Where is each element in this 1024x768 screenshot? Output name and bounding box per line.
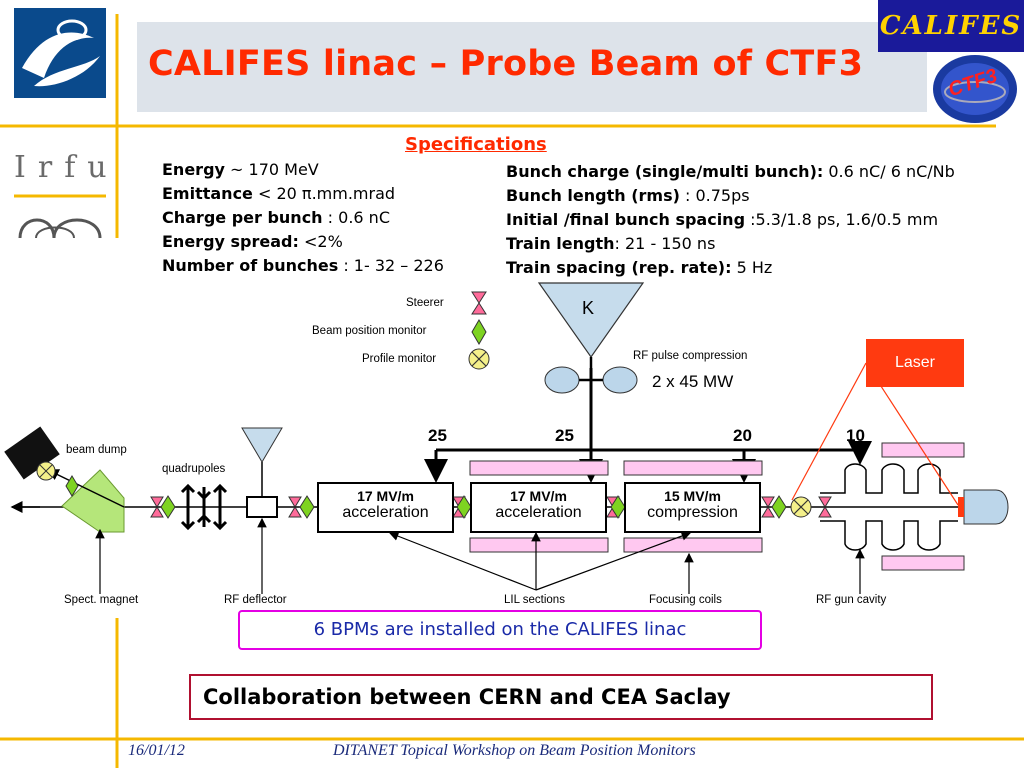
spect-magnet-label: Spect. magnet [64,594,139,606]
power-split-label: 20 [733,426,752,445]
quadrupole-icon [180,483,228,531]
focusing-coils-label: Focusing coils [649,594,722,606]
bpm-icon [771,495,787,519]
cea-logo-icon [14,8,106,98]
spec-train-length: Train length: 21 - 150 ns [506,234,716,253]
pulse-compression-cavity-right [602,366,638,394]
dump-bpm-icon [65,475,79,497]
klystron-icon [537,282,645,359]
klystron-label: K [582,298,595,318]
legend-profile-label: Profile monitor [362,353,437,365]
bpm-icon [456,495,472,519]
pulse-compression-cavity-left [544,366,580,394]
legend-bpm-label: Beam position monitor [312,325,427,337]
spec-left-list: Energy ~ 170 MeV Emittance < 20 π.mm.mra… [162,158,444,278]
laser-box: Laser [866,339,964,387]
spectrometer-magnet-icon [61,469,125,533]
focusing-coil [623,460,763,476]
photocathode [963,489,1009,525]
spec-train-spacing: Train spacing (rep. rate): 5 Hz [506,258,773,277]
spec-bunch-charge: Bunch charge (single/multi bunch): 0.6 n… [506,162,955,181]
power-split-label: 25 [428,426,447,445]
irfu-logo: Irfu [14,150,119,185]
rf-gun-cavity-label: RF gun cavity [816,594,887,606]
bpm-note-box: 6 BPMs are installed on the CALIFES lina… [238,610,762,650]
section-role: acceleration [342,504,429,521]
section-gradient: 17 MV/m [510,488,567,504]
section-gradient: 17 MV/m [357,488,414,504]
legend-bpm-icon [471,319,487,345]
power-split-label: 25 [555,426,574,445]
beam-dump-icon [4,426,60,480]
ctf3-badge-icon [933,55,1017,123]
spec-energy: Energy ~ 170 MeV [162,160,319,179]
collaboration-text: Collaboration between CERN and CEA Sacla… [203,685,731,709]
steerer-icon [818,496,832,518]
page-title: CALIFES linac – Probe Beam of CTF3 [148,44,864,84]
steerer-icon [288,496,302,518]
spec-bunch-length: Bunch length (rms) : 0.75ps [506,186,750,205]
irfu-emblem-icon [14,194,106,239]
legend-steerer-label: Steerer [406,297,444,309]
rf-gun-cavity [820,463,958,494]
rf-power-label: 2 x 45 MW [652,372,734,391]
rf-deflector-label: RF deflector [224,594,287,606]
focusing-coil [623,537,763,553]
section-gradient: 15 MV/m [664,488,721,504]
beam-dump-label: beam dump [66,444,127,456]
rf-pulse-compression-label: RF pulse compression [633,350,748,362]
califes-logo: CALIFES [878,0,1024,52]
focusing-coil [881,555,965,571]
focusing-coil [469,460,609,476]
collaboration-box: Collaboration between CERN and CEA Sacla… [189,674,933,720]
bpm-icon [299,495,315,519]
spec-charge-per-bunch: Charge per bunch : 0.6 nC [162,208,390,227]
lil-section-1: 17 MV/m acceleration [317,482,454,533]
spec-number-of-bunches: Number of bunches : 1- 32 – 226 [162,256,444,275]
title-bar [137,22,927,112]
rf-deflector-klystron-icon [241,427,283,463]
spec-bunch-spacing: Initial /final bunch spacing :5.3/1.8 ps… [506,210,939,229]
spec-emittance: Emittance < 20 π.mm.mrad [162,184,396,203]
steerer-icon [761,496,775,518]
section-role: compression [647,504,738,521]
footer-event: DITANET Topical Workshop on Beam Positio… [333,742,696,759]
spec-energy-spread: Energy spread: <2% [162,232,343,251]
quadrupoles-label: quadrupoles [162,463,226,475]
lil-section-2: 17 MV/m acceleration [470,482,607,533]
focusing-coil [469,537,609,553]
bpm-note-text: 6 BPMs are installed on the CALIFES lina… [313,619,687,640]
spec-right-list: Bunch charge (single/multi bunch): 0.6 n… [506,160,955,280]
power-split-label: 10 [846,426,865,445]
specifications-heading: Specifications [405,134,547,155]
bpm-icon [610,495,626,519]
bpm-icon [160,495,176,519]
dump-profile-monitor-icon [36,461,56,481]
rf-deflector-icon [246,496,278,518]
legend-profile-icon [468,348,490,370]
footer-date: 16/01/12 [128,742,185,759]
section-role: acceleration [495,504,582,521]
lil-sections-label: LIL sections [504,594,565,606]
steerer-icon [150,496,164,518]
legend-steerer-icon [471,291,487,315]
califes-logo-text: CALIFES [879,11,1023,41]
profile-monitor-icon [790,496,812,518]
lil-section-3: 15 MV/m compression [624,482,761,533]
